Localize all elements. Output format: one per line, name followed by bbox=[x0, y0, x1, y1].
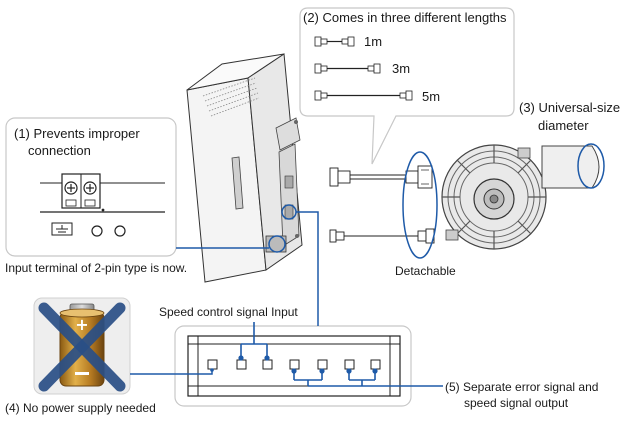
output-brackets bbox=[291, 368, 443, 387]
len-3m: 3m bbox=[392, 61, 410, 76]
c3-title-line1: (3) Universal-size bbox=[519, 100, 620, 115]
c1-title-line1: (1) Prevents improper bbox=[14, 126, 140, 141]
cable-5m-icon bbox=[314, 90, 413, 101]
c5-label-line1: (5) Separate error signal and bbox=[445, 380, 598, 394]
c4-label: (4) No power supply needed bbox=[5, 401, 156, 415]
pin-3 bbox=[262, 359, 273, 370]
leader-signal-port bbox=[296, 211, 319, 326]
c3-title-line2: diameter bbox=[538, 118, 589, 133]
pin-6 bbox=[344, 359, 355, 370]
detachable-label: Detachable bbox=[395, 264, 456, 278]
driver-vents bbox=[202, 77, 260, 117]
panel-cable-lengths: (2) Comes in three different lengths 1m … bbox=[299, 7, 515, 165]
c5-label-line2: speed signal output bbox=[464, 396, 569, 410]
cable-1m-icon bbox=[314, 36, 355, 47]
pin-7 bbox=[370, 359, 381, 370]
connector-panel bbox=[174, 325, 412, 407]
len-5m: 5m bbox=[422, 89, 440, 104]
speed-input-label: Speed control signal Input bbox=[159, 305, 298, 319]
detachable-highlight bbox=[402, 151, 438, 259]
len-1m: 1m bbox=[364, 34, 382, 49]
c2-title: (2) Comes in three different lengths bbox=[303, 10, 507, 25]
pin-4 bbox=[289, 359, 300, 370]
panel-prevents-improper-connection: (1) Prevents improper connection bbox=[5, 117, 177, 257]
highlight-terminal bbox=[268, 235, 286, 253]
diameter-highlight bbox=[577, 143, 605, 189]
terminal-block-icon bbox=[40, 173, 165, 237]
c1-caption: Input terminal of 2-pin type is now. bbox=[5, 261, 187, 275]
battery-panel: + bbox=[33, 297, 131, 395]
cable-3m-icon bbox=[314, 63, 381, 74]
pin-1 bbox=[207, 359, 218, 370]
c1-title-line2: connection bbox=[28, 143, 91, 158]
svg-text:+: + bbox=[75, 315, 88, 334]
cross-icon bbox=[38, 302, 126, 392]
motor-illustration bbox=[441, 144, 600, 250]
detachable-cables bbox=[329, 165, 435, 244]
pin-5 bbox=[317, 359, 328, 370]
speed-input-bracket bbox=[238, 322, 270, 361]
pin-2 bbox=[236, 359, 247, 370]
